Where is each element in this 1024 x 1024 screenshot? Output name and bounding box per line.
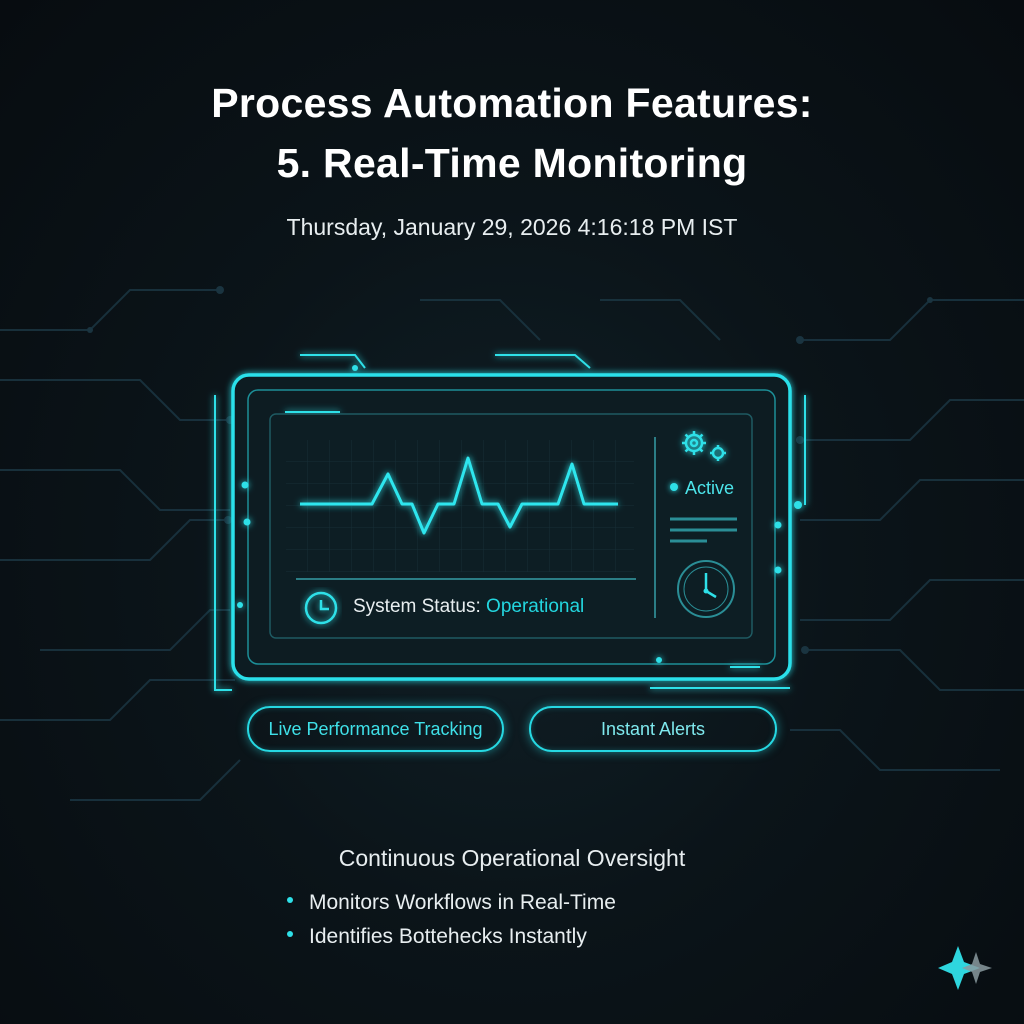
list-item: Monitors Workflows in Real-Time [287,891,616,915]
status-dot-icon [670,483,678,492]
page-title-line-1: Process Automation Features: [211,80,813,126]
status-label-text: System Status: [353,596,487,617]
timestamp: Thursday, January 29, 2026 4:16:18 PM IS… [286,214,738,240]
page-title-line-2: 5. Real-Time Monitoring [276,140,748,186]
bullet-icon [287,897,293,904]
active-status: Active [670,478,734,499]
list-item: Identifies Bottehecks Instantly [287,925,587,949]
list-item-text: Identifies Bottehecks Instantly [309,925,587,948]
active-label-text: Active [685,478,735,498]
list-item-text: Monitors Workflows in Real-Time [309,891,616,914]
sparkle-icon [938,946,992,990]
clock-icon [304,591,338,625]
status-value: Operational [486,596,585,617]
instant-alerts-tag[interactable]: Instant Alerts [529,706,777,752]
bullet-icon [287,931,293,938]
live-performance-tracking-tag[interactable]: Live Performance Tracking [247,706,504,752]
gears-icon [682,431,726,461]
summary-heading: Continuous Operational Oversight [338,845,686,871]
system-status: System Status: Operational [353,596,584,618]
pulse-waveform-icon [300,456,618,535]
waveform-grid [286,440,634,572]
